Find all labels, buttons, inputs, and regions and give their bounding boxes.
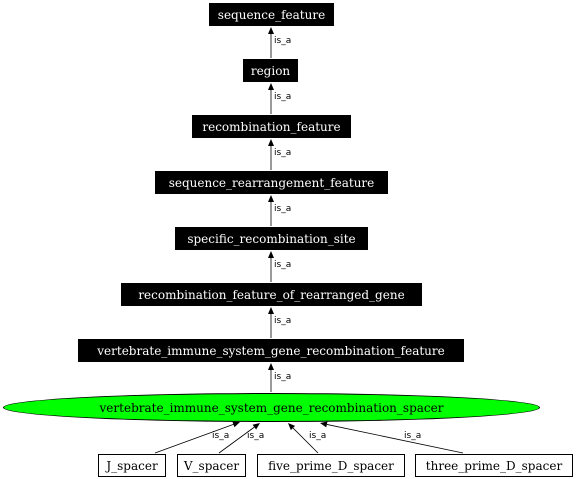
node-sequence-feature[interactable]: sequence_feature <box>209 3 334 26</box>
edge-label: is_a <box>247 431 265 441</box>
node-region[interactable]: region <box>243 59 298 82</box>
edge-label: is_a <box>212 431 230 441</box>
is-a-edge <box>326 424 464 454</box>
arrowhead-icon <box>288 423 296 431</box>
node-specific-recombination-site[interactable]: specific_recombination_site <box>175 227 368 250</box>
edge-label: is_a <box>274 204 292 214</box>
edge-label: is_a <box>274 148 292 158</box>
arrowhead-icon <box>268 27 274 34</box>
edge-label: is_a <box>274 92 292 102</box>
arrowhead-icon <box>268 139 274 146</box>
edge-label: is_a <box>309 431 327 441</box>
arrowhead-icon <box>252 423 260 430</box>
is-a-edge <box>292 427 319 454</box>
node-three-prime-d-spacer[interactable]: three_prime_D_spacer <box>415 454 573 477</box>
edge-label: is_a <box>404 431 422 441</box>
arrowhead-icon <box>268 195 274 202</box>
is-a-edge <box>218 426 255 454</box>
edge-label: is_a <box>274 316 292 326</box>
arrowhead-icon <box>268 307 274 314</box>
arrowhead-icon <box>268 83 274 90</box>
node-sequence-rearrangement-feature[interactable]: sequence_rearrangement_feature <box>155 171 388 194</box>
arrowhead-icon <box>232 421 240 428</box>
node-vertebrate-immune-system-gene-recombination-feature[interactable]: vertebrate_immune_system_gene_recombinat… <box>78 339 464 362</box>
node-recombination-feature[interactable]: recombination_feature <box>192 115 351 138</box>
node-j-spacer[interactable]: J_spacer <box>98 454 166 477</box>
node-five-prime-d-spacer[interactable]: five_prime_D_spacer <box>257 454 405 477</box>
edge-label: is_a <box>274 372 292 382</box>
arrowhead-icon <box>320 421 328 428</box>
node-recombination-feature-of-rearranged-gene[interactable]: recombination_feature_of_rearranged_gene <box>121 283 422 306</box>
edge-label: is_a <box>274 260 292 270</box>
node-vertebrate-immune-system-gene-recombination-spacer[interactable]: vertebrate_immune_system_gene_recombinat… <box>3 393 540 422</box>
arrowhead-icon <box>268 363 274 370</box>
edge-label: is_a <box>274 36 292 46</box>
arrowhead-icon <box>268 251 274 258</box>
node-v-spacer[interactable]: V_spacer <box>177 454 246 477</box>
is-a-edge <box>154 424 234 454</box>
